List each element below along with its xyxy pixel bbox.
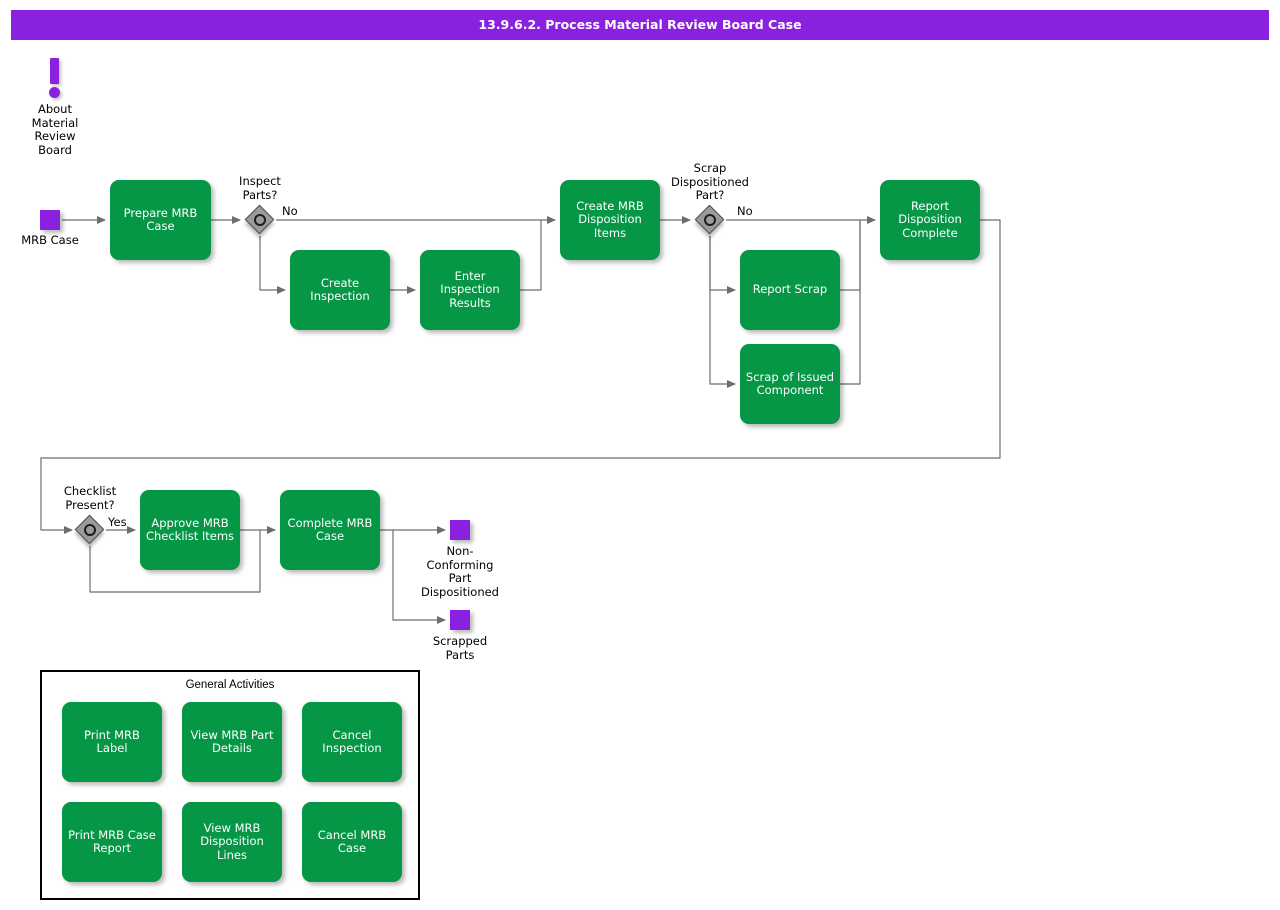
task-scrap-of-issued-component-label: Scrap of Issued Component	[745, 369, 835, 397]
exclamation-bar	[50, 58, 59, 84]
task-print-mrb-label[interactable]: Print MRB Label	[62, 702, 162, 782]
end-event-non-conforming-part-dispositioned[interactable]	[450, 520, 470, 540]
exclamation-dot	[49, 87, 60, 98]
task-create-mrb-disposition-items-label: Create MRB Disposition Items	[576, 198, 644, 240]
task-print-mrb-case-report[interactable]: Print MRB Case Report	[62, 802, 162, 882]
task-report-scrap-label: Report Scrap	[752, 282, 828, 297]
task-create-inspection-label: Create Inspection	[310, 275, 370, 303]
task-enter-inspection-results[interactable]: Enter Inspection Results	[420, 250, 520, 330]
task-scrap-of-issued-component[interactable]: Scrap of Issued Component	[740, 344, 840, 424]
start-event-mrb-case[interactable]	[40, 210, 60, 230]
task-view-mrb-part-details-label: View MRB Part Details	[190, 727, 274, 755]
task-enter-inspection-results-label: Enter Inspection Results	[440, 268, 500, 310]
general-activities-group: General Activities Print MRB Label View …	[40, 670, 420, 900]
task-view-mrb-part-details[interactable]: View MRB Part Details	[182, 702, 282, 782]
flow-report-complete-to-checklist-gw	[40, 219, 1001, 534]
annotation-label: About Material Review Board	[31, 102, 79, 157]
task-complete-mrb-case-label: Complete MRB Case	[287, 515, 373, 543]
task-approve-mrb-checklist-items-label: Approve MRB Checklist Items	[145, 515, 235, 543]
start-event-mrb-case-label: MRB Case	[21, 233, 79, 247]
task-report-scrap[interactable]: Report Scrap	[740, 250, 840, 330]
flow-scrap-to-scrap-issued	[709, 236, 736, 388]
task-report-disposition-complete[interactable]: Report Disposition Complete	[880, 180, 980, 260]
gateway-ring-icon	[704, 214, 716, 226]
task-create-mrb-disposition-items[interactable]: Create MRB Disposition Items	[560, 180, 660, 260]
task-view-mrb-disposition-lines[interactable]: View MRB Disposition Lines	[182, 802, 282, 882]
task-cancel-mrb-case-label: Cancel MRB Case	[317, 827, 387, 855]
task-approve-mrb-checklist-items[interactable]: Approve MRB Checklist Items	[140, 490, 240, 570]
task-cancel-inspection-label: Cancel Inspection	[322, 727, 382, 755]
task-cancel-inspection[interactable]: Cancel Inspection	[302, 702, 402, 782]
task-cancel-mrb-case[interactable]: Cancel MRB Case	[302, 802, 402, 882]
flow-enter-results-merge	[520, 220, 542, 291]
gateway-scrap-dispositioned-part[interactable]	[694, 204, 725, 235]
task-print-mrb-case-report-label: Print MRB Case Report	[68, 827, 156, 855]
task-print-mrb-label-label: Print MRB Label	[84, 727, 140, 755]
task-complete-mrb-case[interactable]: Complete MRB Case	[280, 490, 380, 570]
end-event-scrapped-parts[interactable]	[450, 610, 470, 630]
task-view-mrb-disposition-lines-label: View MRB Disposition Lines	[200, 820, 264, 862]
task-prepare-mrb-case[interactable]: Prepare MRB Case	[110, 180, 211, 260]
gateway-inspect-parts[interactable]	[244, 204, 275, 235]
end-event-scrapped-parts-label: Scrapped Parts	[432, 634, 488, 662]
gateway-checklist-present[interactable]	[74, 514, 105, 545]
general-activities-title: General Activities	[185, 679, 275, 691]
flow-label-scrap-no: No	[737, 204, 753, 218]
flow-label-checklist-yes: Yes	[108, 515, 127, 529]
page-title: 13.9.6.2. Process Material Review Board …	[478, 17, 802, 32]
flow-report-scrap-merge	[840, 220, 861, 291]
flow-inspect-yes-to-create-inspection	[259, 236, 286, 294]
gateway-inspect-parts-label: Inspect Parts?	[239, 174, 281, 202]
flow-label-inspect-no: No	[282, 204, 298, 218]
diagram-title-bar: 13.9.6.2. Process Material Review Board …	[11, 10, 1269, 40]
gateway-ring-icon	[254, 214, 266, 226]
gateway-checklist-present-label: Checklist Present?	[63, 484, 117, 512]
flow-scrap-issued-merge	[840, 220, 861, 385]
end-event-non-conforming-label: Non- Conforming Part Dispositioned	[421, 544, 499, 599]
task-create-inspection[interactable]: Create Inspection	[290, 250, 390, 330]
task-prepare-mrb-case-label: Prepare MRB Case	[123, 205, 198, 233]
flow-scrap-to-report-scrap	[709, 236, 736, 294]
gateway-scrap-dispositioned-part-label: Scrap Dispositioned Part?	[671, 161, 749, 202]
gateway-ring-icon	[84, 524, 96, 536]
exclamation-icon	[47, 58, 63, 98]
task-report-disposition-complete-label: Report Disposition Complete	[898, 198, 962, 240]
